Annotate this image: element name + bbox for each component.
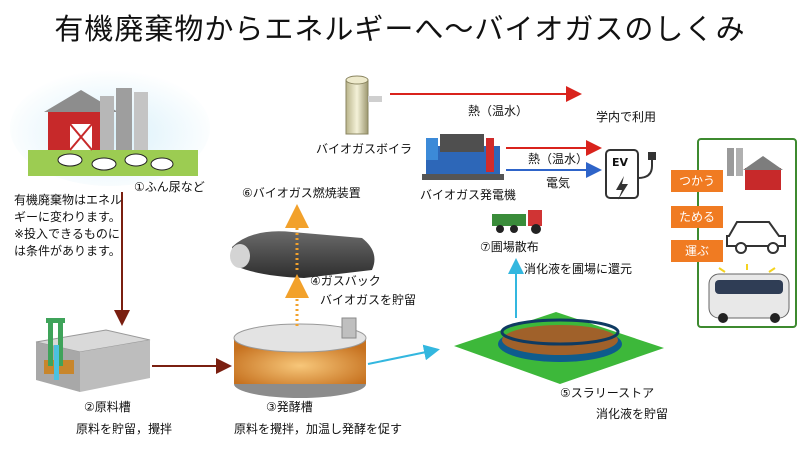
generator-label: バイオガス発電機 <box>420 188 517 202</box>
step-7-label: ⑦圃場散布 <box>480 240 539 254</box>
page-title: 有機廃棄物からエネルギーへ～バイオガスのしくみ <box>54 12 746 46</box>
heat-label-2: 熱（温水） <box>528 152 589 166</box>
step-4-desc: バイオガスを貯留 <box>320 293 417 307</box>
step-5-label: ⑤スラリーストア <box>560 386 655 400</box>
use-button-tameru: ためる <box>671 206 723 228</box>
step-3-label: ③発酵槽 <box>266 400 313 414</box>
gas-bag <box>230 231 375 278</box>
step-2-desc: 原料を貯留，攪拌 <box>76 422 173 436</box>
ev-charger-icon <box>605 149 656 200</box>
electricity-label: 電気 <box>546 176 571 190</box>
note-text: 有機廃棄物はエネルギーに変わります。※投入できるものには条件があります。 <box>14 193 123 258</box>
campus-use-label: 学内で利用 <box>596 110 657 124</box>
step-4-label: ④ガスバック <box>310 274 381 288</box>
bus-icon <box>708 264 790 323</box>
use-button-hakobu: 運ぶ <box>671 240 723 262</box>
step-6-label: ⑥バイオガス燃焼装置 <box>242 186 361 200</box>
car-icon <box>726 221 786 254</box>
barn-icon <box>727 148 783 190</box>
ev-label: EV <box>612 156 629 169</box>
use-button-tsukau: つかう <box>671 170 723 192</box>
step-7-desc: 消化液を圃場に還元 <box>524 262 633 276</box>
uses-panel <box>697 138 797 328</box>
uses-panel-icons <box>708 148 790 323</box>
farm-illustration <box>10 70 210 186</box>
fermentation-tank <box>233 317 367 398</box>
step-3-desc: 原料を攪拌，加温し発酵を促す <box>234 422 403 436</box>
biogas-generator <box>422 134 504 180</box>
biogas-boiler <box>345 75 382 135</box>
slurry-store <box>454 312 664 384</box>
step-5-desc: 消化液を貯留 <box>596 407 669 421</box>
boiler-label: バイオガスボイラ <box>316 142 413 156</box>
heat-label-1: 熱（温水） <box>468 104 529 118</box>
raw-material-tank <box>35 318 151 392</box>
tractor-icon <box>492 210 542 234</box>
step-1-label: ①ふん尿など <box>134 180 205 194</box>
step-2-label: ②原料槽 <box>84 400 131 414</box>
